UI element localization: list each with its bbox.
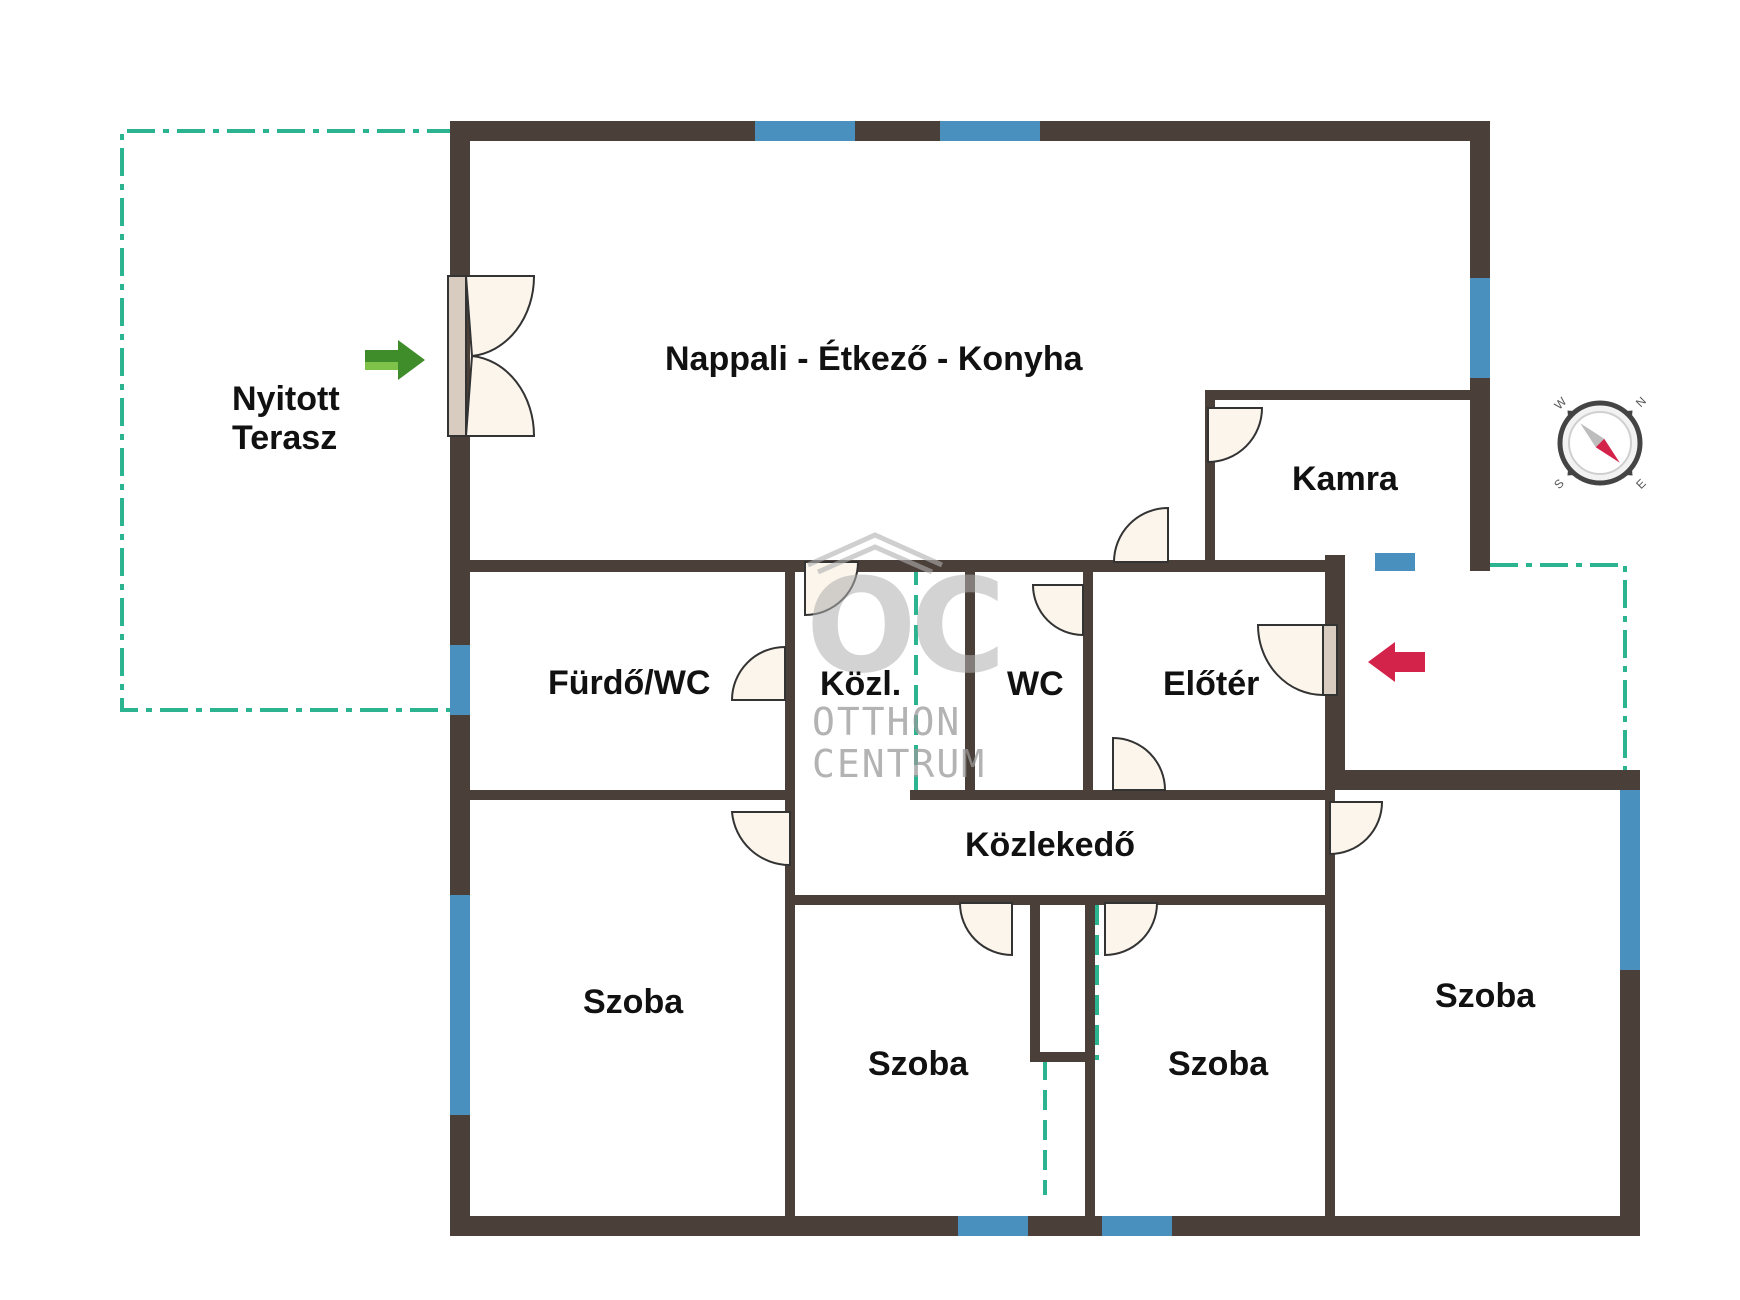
windows bbox=[450, 121, 1640, 1236]
main-entry-arrow bbox=[1368, 642, 1425, 682]
label-corridor-small: Közl. bbox=[820, 665, 902, 703]
interior-dashed-lines bbox=[914, 565, 1099, 1195]
doors bbox=[447, 275, 1384, 957]
label-room-mid-left: Szoba bbox=[868, 1045, 969, 1083]
watermark-logo: OC bbox=[806, 550, 1006, 702]
terrace-entry-arrow bbox=[365, 340, 425, 380]
label-bathroom: Fürdő/WC bbox=[548, 664, 711, 702]
label-corridor: Közlekedő bbox=[965, 826, 1136, 864]
terrace-outline bbox=[120, 129, 1627, 775]
label-room-right: Szoba bbox=[1435, 977, 1536, 1015]
compass-icon: W N S E bbox=[1551, 394, 1649, 492]
compass-label-e: E bbox=[1633, 476, 1649, 492]
label-living: Nappali - Étkező - Konyha bbox=[665, 340, 1083, 378]
compass-label-s: S bbox=[1551, 476, 1567, 492]
label-room-left: Szoba bbox=[583, 983, 684, 1021]
label-wc: WC bbox=[1007, 665, 1064, 703]
compass-label-n: N bbox=[1633, 394, 1649, 410]
label-room-mid-right: Szoba bbox=[1168, 1045, 1269, 1083]
watermark-line1: OTTHON bbox=[812, 700, 962, 744]
compass-label-w: W bbox=[1551, 394, 1569, 412]
watermark-line2: CENTRUM bbox=[812, 742, 987, 786]
watermark-house-icon bbox=[806, 532, 944, 575]
label-pantry: Kamra bbox=[1292, 460, 1398, 498]
label-terrace: Nyitott Terasz bbox=[232, 380, 340, 458]
label-hall: Előtér bbox=[1163, 665, 1260, 703]
